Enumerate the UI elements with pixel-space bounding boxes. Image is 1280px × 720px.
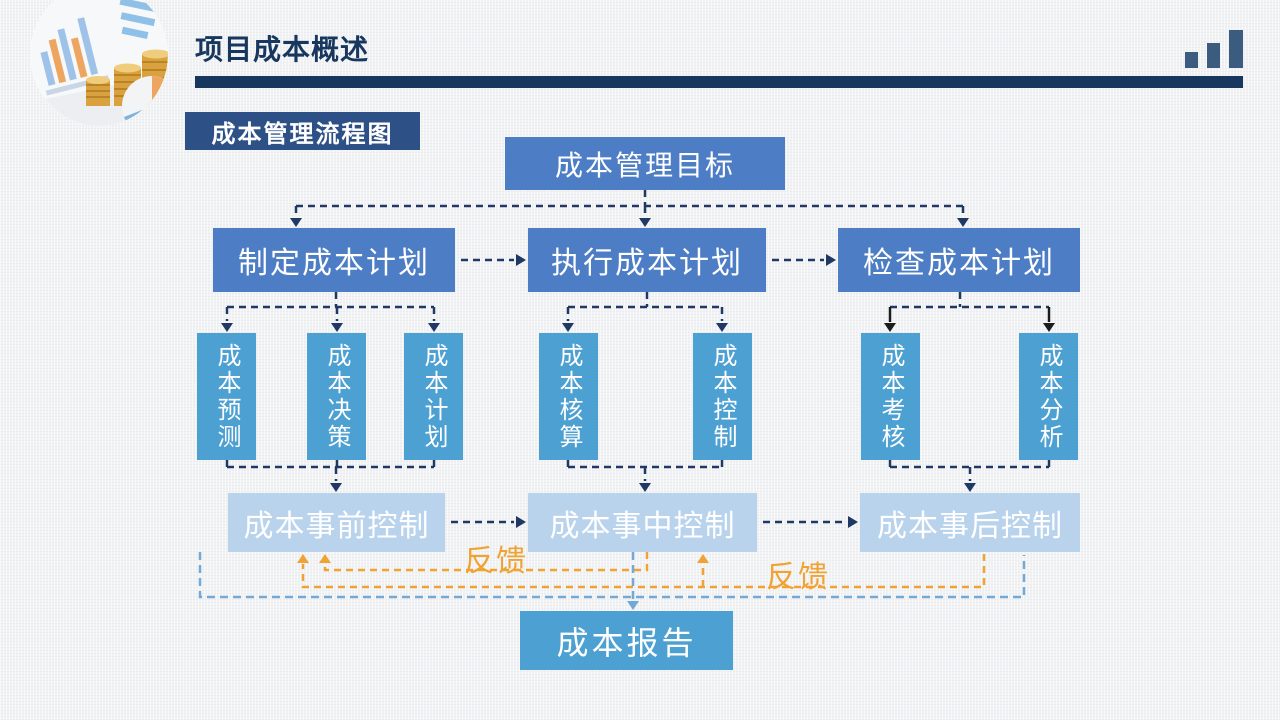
node-pre-event-control: 成本事前控制 bbox=[228, 493, 445, 552]
node-execute-cost-plan: 执行成本计划 bbox=[528, 228, 766, 292]
node-check-cost-plan: 检查成本计划 bbox=[838, 228, 1080, 292]
node-make-cost-plan: 制定成本计划 bbox=[213, 228, 455, 292]
node-cost-accounting: 成本核算 bbox=[539, 333, 598, 460]
coins-photo-art bbox=[30, 0, 168, 126]
node-cost-management-goal: 成本管理目标 bbox=[505, 137, 785, 190]
coins-and-charts-photo bbox=[30, 0, 168, 126]
page-title: 项目成本概述 bbox=[195, 34, 370, 65]
feedback-label-1: 反馈 bbox=[464, 545, 528, 578]
bar-chart-icon-bar-medium bbox=[1207, 43, 1220, 68]
node-cost-forecast: 成本预测 bbox=[197, 333, 256, 460]
node-cost-control: 成本控制 bbox=[693, 333, 752, 460]
feedback-label-2: 反馈 bbox=[766, 561, 830, 594]
node-cost-plan: 成本计划 bbox=[404, 333, 463, 460]
node-cost-report: 成本报告 bbox=[520, 611, 733, 670]
node-post-event-control: 成本事后控制 bbox=[860, 493, 1080, 552]
bar-chart-icon-bar-small bbox=[1185, 52, 1198, 68]
bar-chart-icon-bar-large bbox=[1229, 30, 1243, 68]
node-cost-analysis: 成本分析 bbox=[1019, 333, 1078, 460]
section-badge: 成本管理流程图 bbox=[185, 112, 420, 150]
node-cost-decision: 成本决策 bbox=[307, 333, 366, 460]
node-cost-assessment: 成本考核 bbox=[861, 333, 920, 460]
title-underline-bar bbox=[195, 76, 1243, 88]
bar-chart-icon bbox=[1185, 30, 1247, 68]
node-in-event-control: 成本事中控制 bbox=[528, 493, 757, 552]
